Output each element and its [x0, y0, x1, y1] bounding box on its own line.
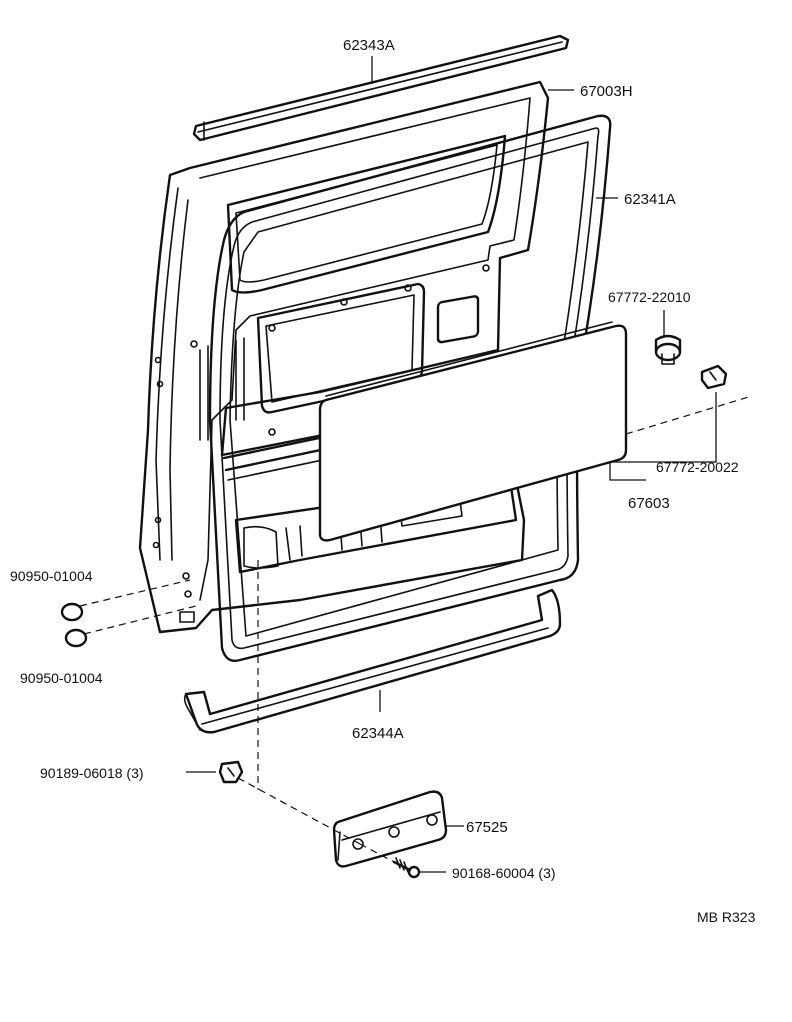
- callout-90950-01004-top: 90950-01004: [10, 568, 93, 584]
- callout-67603: 67603: [628, 495, 670, 512]
- callout-67003H: 67003H: [580, 83, 633, 100]
- callouts: 62343A 67003H 62341A 67772-22010 67772-2…: [10, 37, 756, 925]
- door-panel: [138, 80, 550, 634]
- callout-90950-01004-bottom: 90950-01004: [20, 670, 103, 686]
- callout-62341A: 62341A: [624, 191, 676, 208]
- lower-moulding: [183, 588, 562, 734]
- callout-67525: 67525: [466, 819, 508, 836]
- screw-90168: [392, 857, 421, 879]
- clip-67772-20022: [700, 364, 728, 390]
- callout-62344A: 62344A: [352, 725, 404, 742]
- trim-board: [318, 321, 628, 542]
- clip-67772-22010: [654, 334, 682, 365]
- plug-90950-b: [64, 628, 88, 648]
- clip-90189: [218, 760, 244, 784]
- callout-62343A: 62343A: [343, 37, 395, 54]
- plug-90950-a: [60, 602, 84, 622]
- callout-90168-60004: 90168-60004 (3): [452, 865, 556, 881]
- callout-90189-06018: 90189-06018 (3): [40, 765, 144, 781]
- leader-lines: [79, 56, 753, 873]
- callout-67772-22010: 67772-22010: [608, 289, 691, 305]
- drawing-code: MB R323: [697, 909, 756, 925]
- callout-67772-20022: 67772-20022: [656, 459, 739, 475]
- top-moulding: [192, 34, 570, 142]
- plate-67525: [332, 790, 448, 868]
